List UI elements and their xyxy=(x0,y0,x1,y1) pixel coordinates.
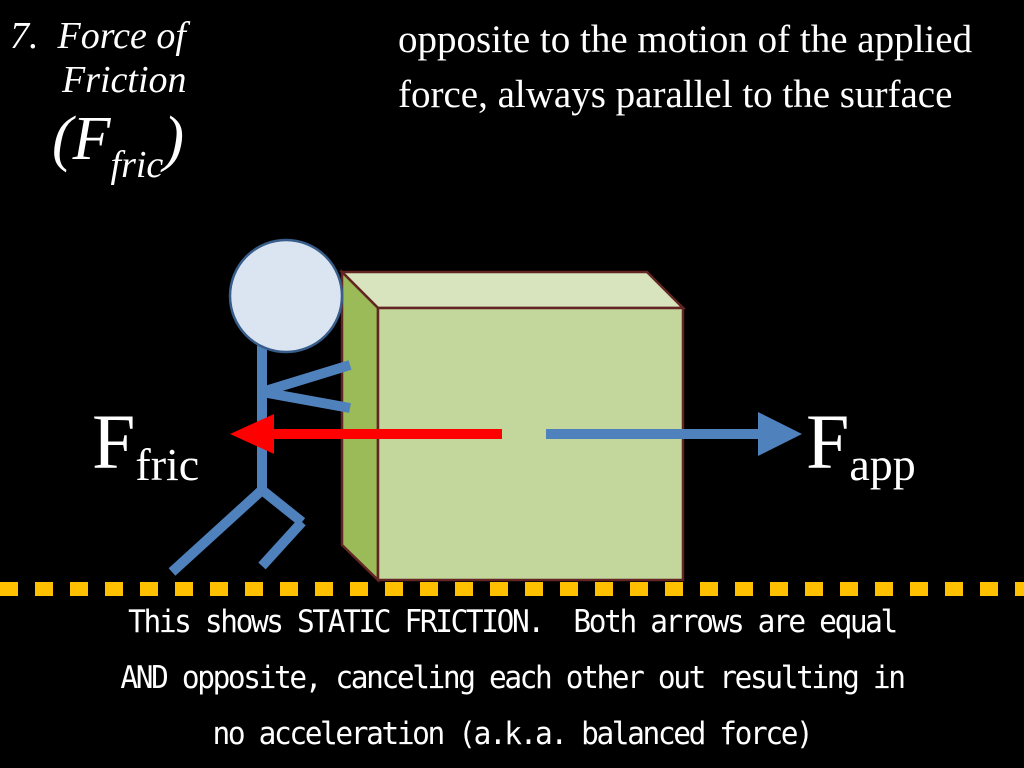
friction-symbol-open: (F xyxy=(52,105,111,173)
applied-force-subscript: app xyxy=(849,439,916,490)
heading-title-line-1: Force of xyxy=(57,15,186,57)
friction-symbol: (Ffric) xyxy=(52,104,184,186)
box xyxy=(338,268,687,583)
slide-heading: 7. Force of Friction xyxy=(10,12,270,100)
box-top-face xyxy=(338,270,687,310)
applied-force-letter: F xyxy=(806,398,850,485)
caption-line-1: This shows STATIC FRICTION. Both arrows … xyxy=(128,604,898,640)
friction-symbol-subscript: fric xyxy=(110,144,164,186)
friction-symbol-close: ) xyxy=(163,105,184,173)
box-side-face xyxy=(340,268,380,583)
caption-line-3: no acceleration (a.k.a. balanced force) xyxy=(212,716,814,752)
box-front-face xyxy=(376,306,685,582)
heading-title-line-2: Friction xyxy=(62,59,187,101)
applied-force-label: Fapp xyxy=(806,402,916,493)
friction-description: opposite to the motion of the applied fo… xyxy=(398,18,973,116)
stick-figure xyxy=(168,340,352,576)
friction-force-label: Ffric xyxy=(92,402,199,493)
friction-force-letter: F xyxy=(92,398,136,485)
friction-force-subscript: fric xyxy=(135,439,200,490)
caption-line-2: AND opposite, canceling each other out r… xyxy=(120,660,906,696)
friction-arrow xyxy=(230,414,502,454)
heading-number: 7. xyxy=(10,15,39,57)
applied-force-arrow xyxy=(546,412,802,456)
heading-line-1: 7. Force of xyxy=(10,12,270,60)
stick-figure-head xyxy=(228,238,344,354)
static-friction-caption: This shows STATIC FRICTION. Both arrows … xyxy=(83,594,942,762)
